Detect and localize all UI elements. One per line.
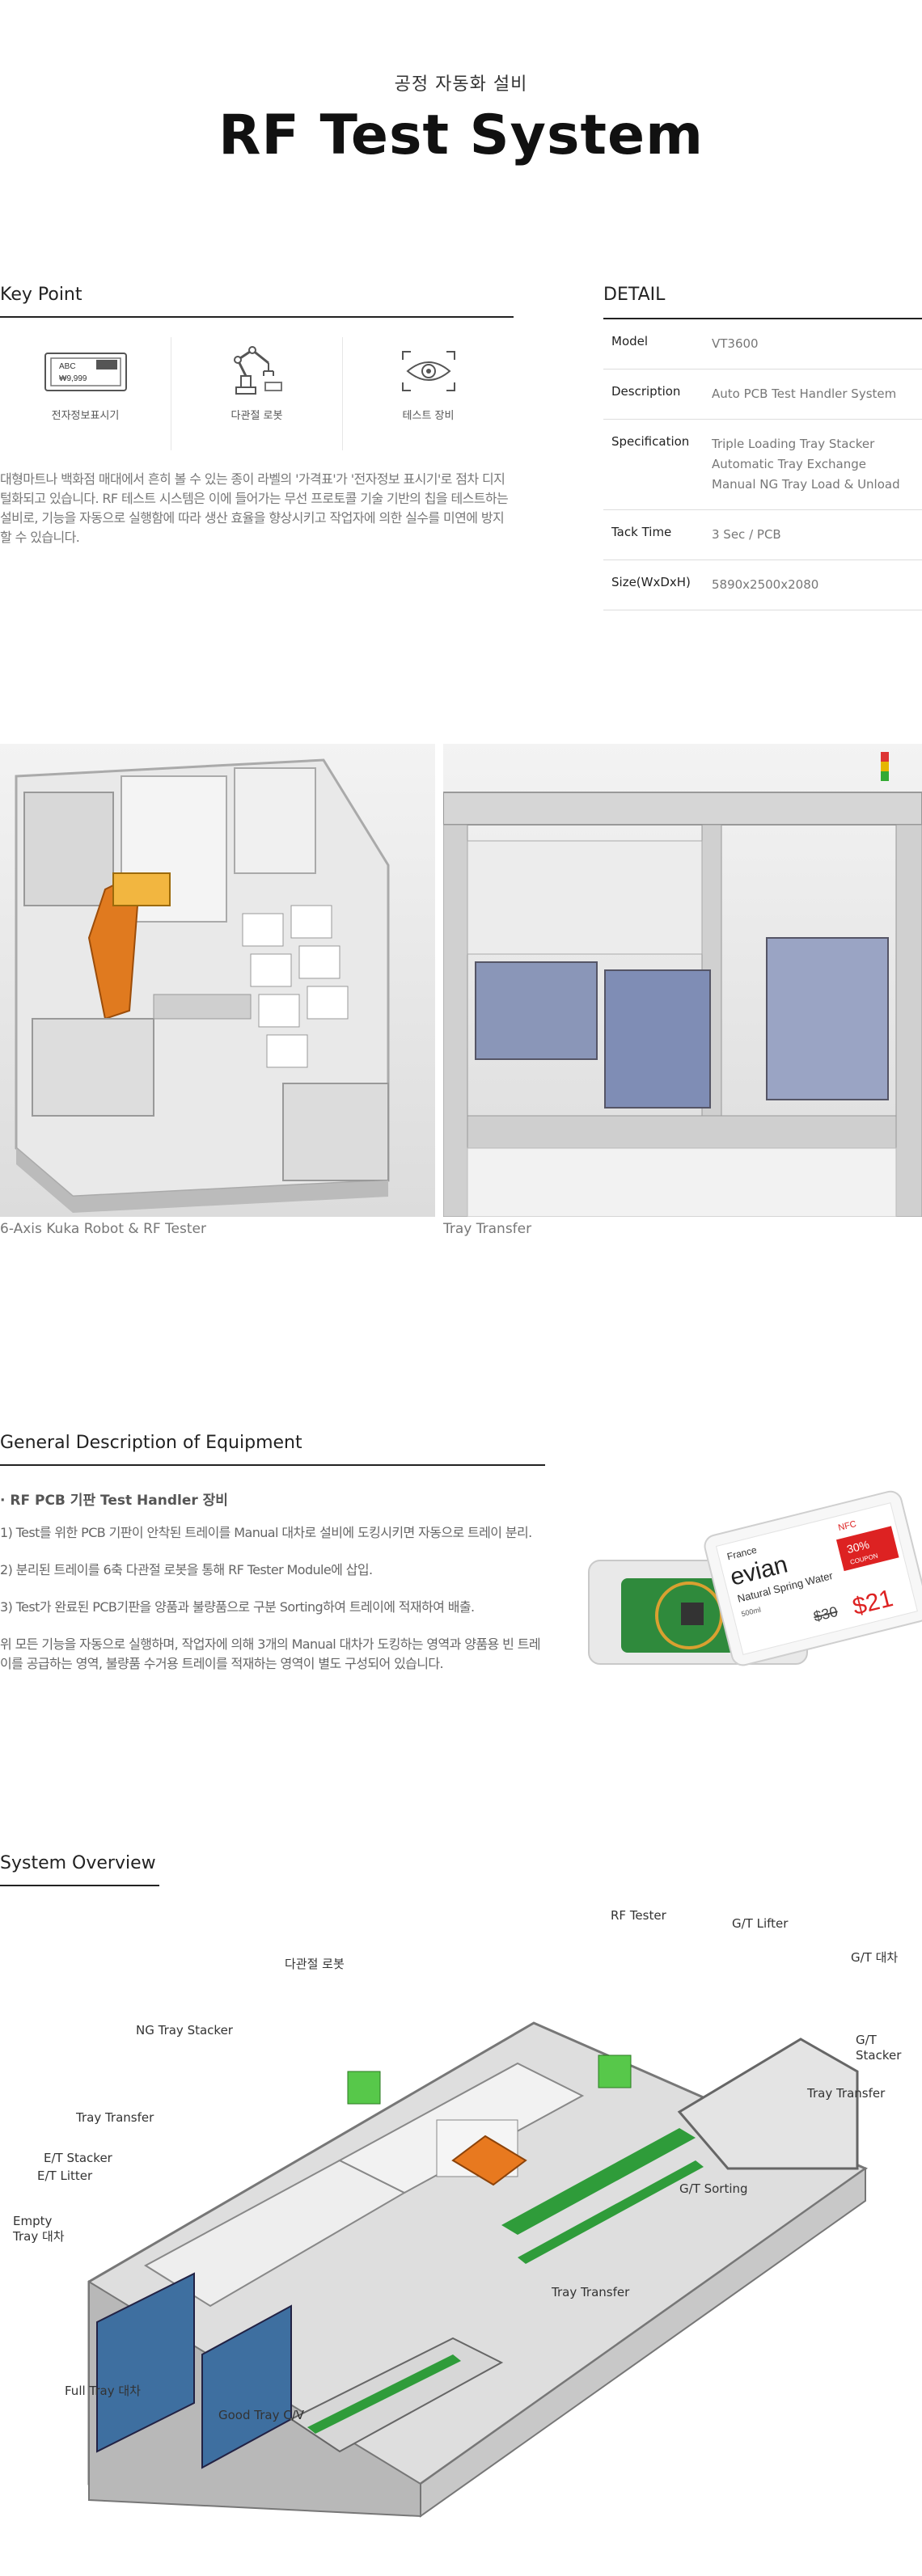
detail-key: Model — [603, 319, 712, 370]
system-overview-section: System Overview RF Tester G/T Lifter G/T… — [0, 1853, 922, 2565]
detail-row: Specification Triple Loading Tray Stacke… — [603, 419, 922, 510]
detail-table: Model VT3600 Description Auto PCB Test H… — [603, 319, 922, 610]
detail-row: Size(WxDxH) 5890x2500x2080 — [603, 560, 922, 610]
general-description-list: 1) Test를 위한 PCB 기판이 안착된 트레이를 Manual 대차로 … — [0, 1523, 550, 1674]
detail-heading: DETAIL — [603, 285, 922, 319]
key-point-heading: Key Point — [0, 285, 514, 318]
list-item: 3) Test가 완료된 PCB기판을 양품과 불량품으로 구분 Sorting… — [0, 1599, 475, 1615]
detail-value: 3 Sec / PCB — [712, 509, 922, 560]
svg-text:₩9,999: ₩9,999 — [59, 374, 87, 383]
key-point-description: 대형마트나 백화점 매대에서 흔히 볼 수 있는 종이 라벨의 '가격표'가 '… — [0, 471, 509, 545]
label-tray-transfer-bottom: Tray Transfer — [552, 2285, 630, 2299]
label-empty-tray-cart: Empty Tray 대차 — [13, 2214, 65, 2244]
detail-key: Size(WxDxH) — [603, 560, 712, 610]
list-item: 위 모든 기능을 자동으로 실행하며, 작업자에 의해 3개의 Manual 대… — [0, 1636, 541, 1671]
price-tag-icon: ABC ₩9,999 — [44, 353, 127, 391]
key-point-item-price-tag: ABC ₩9,999 전자정보표시기 — [0, 337, 171, 450]
detail-value: Triple Loading Tray Stacker Automatic Tr… — [712, 419, 922, 510]
system-overview-diagram: RF Tester G/T Lifter G/T 대차 다관절 로봇 NG Tr… — [0, 1902, 922, 2573]
label-robot: 다관절 로봇 — [285, 1957, 345, 1971]
key-point-icons: ABC ₩9,999 전자정보표시기 다관절 로봇 — [0, 337, 514, 450]
detail-row: Description Auto PCB Test Handler System — [603, 369, 922, 420]
key-point-section: Key Point ABC ₩9,999 전자정보표시기 다관절 로봇 — [0, 285, 514, 547]
label-et-stacker: E/T Stacker — [44, 2151, 112, 2165]
detail-key: Description — [603, 369, 712, 420]
general-description-heading: General Description of Equipment — [0, 1433, 545, 1466]
svg-text:NFC: NFC — [837, 1519, 857, 1533]
detail-value: 5890x2500x2080 — [712, 560, 922, 610]
label-ng-tray-stacker: NG Tray Stacker — [136, 2023, 233, 2038]
label-rf-tester: RF Tester — [611, 1908, 666, 1923]
hero-subtitle: 공정 자동화 설비 — [394, 74, 528, 95]
svg-text:ABC: ABC — [59, 362, 76, 371]
eye-scan-icon — [401, 351, 455, 391]
label-gt-sorting: G/T Sorting — [679, 2181, 748, 2196]
detail-value: VT3600 — [712, 319, 922, 370]
photo-gallery: 6-Axis Kuka Robot & RF Tester Tray Trans… — [0, 744, 922, 1237]
photo-caption: 6-Axis Kuka Robot & RF Tester — [0, 1221, 206, 1237]
list-item: 1) Test를 위한 PCB 기판이 안착된 트레이를 Manual 대차로 … — [0, 1525, 532, 1540]
general-description-section: General Description of Equipment · RF PC… — [0, 1433, 922, 1691]
list-item: 2) 분리된 트레이를 6축 다관절 로봇을 통해 RF Tester Modu… — [0, 1562, 373, 1577]
electronic-shelf-label-image: France evian Natural Spring Water 500ml … — [586, 1481, 922, 1674]
detail-row: Model VT3600 — [603, 319, 922, 370]
key-point-label: 다관절 로봇 — [230, 410, 283, 422]
detail-value: Auto PCB Test Handler System — [712, 369, 922, 420]
detail-section: DETAIL Model VT3600 Description Auto PCB… — [603, 285, 922, 610]
detail-row: Tack Time 3 Sec / PCB — [603, 509, 922, 560]
label-good-tray-cv: Good Tray C/V — [218, 2408, 305, 2422]
key-point-label: 테스트 장비 — [402, 410, 455, 422]
page-title: RF Test System — [218, 103, 704, 167]
label-gt-lifter: G/T Lifter — [732, 1916, 789, 1931]
key-point-item-robot: 다관절 로봇 — [171, 337, 342, 450]
label-tray-transfer-right: Tray Transfer — [807, 2086, 886, 2101]
label-full-tray-cart: Full Tray 대차 — [65, 2384, 141, 2398]
svg-text:30%: 30% — [845, 1538, 870, 1556]
label-tray-transfer-left: Tray Transfer — [76, 2110, 154, 2125]
key-point-label: 전자정보표시기 — [51, 410, 120, 422]
hero-section: 공정 자동화 설비 RF Test System — [0, 0, 922, 210]
general-subheading: · RF PCB 기판 Test Handler 장비 — [0, 1493, 228, 1509]
label-et-litter: E/T Litter — [37, 2168, 93, 2183]
detail-key: Specification — [603, 419, 712, 510]
robot-tester-photo — [0, 744, 435, 1217]
robot-arm-icon — [233, 346, 282, 395]
key-point-item-test-equipment: 테스트 장비 — [342, 337, 514, 450]
tray-transfer-photo — [443, 744, 922, 1217]
photo-caption: Tray Transfer — [443, 1221, 532, 1237]
label-gt-cart: G/T 대차 — [851, 1950, 899, 1965]
label-gt-stacker: G/T Stacker — [856, 2033, 902, 2063]
system-overview-heading: System Overview — [0, 1853, 159, 1886]
detail-key: Tack Time — [603, 509, 712, 560]
